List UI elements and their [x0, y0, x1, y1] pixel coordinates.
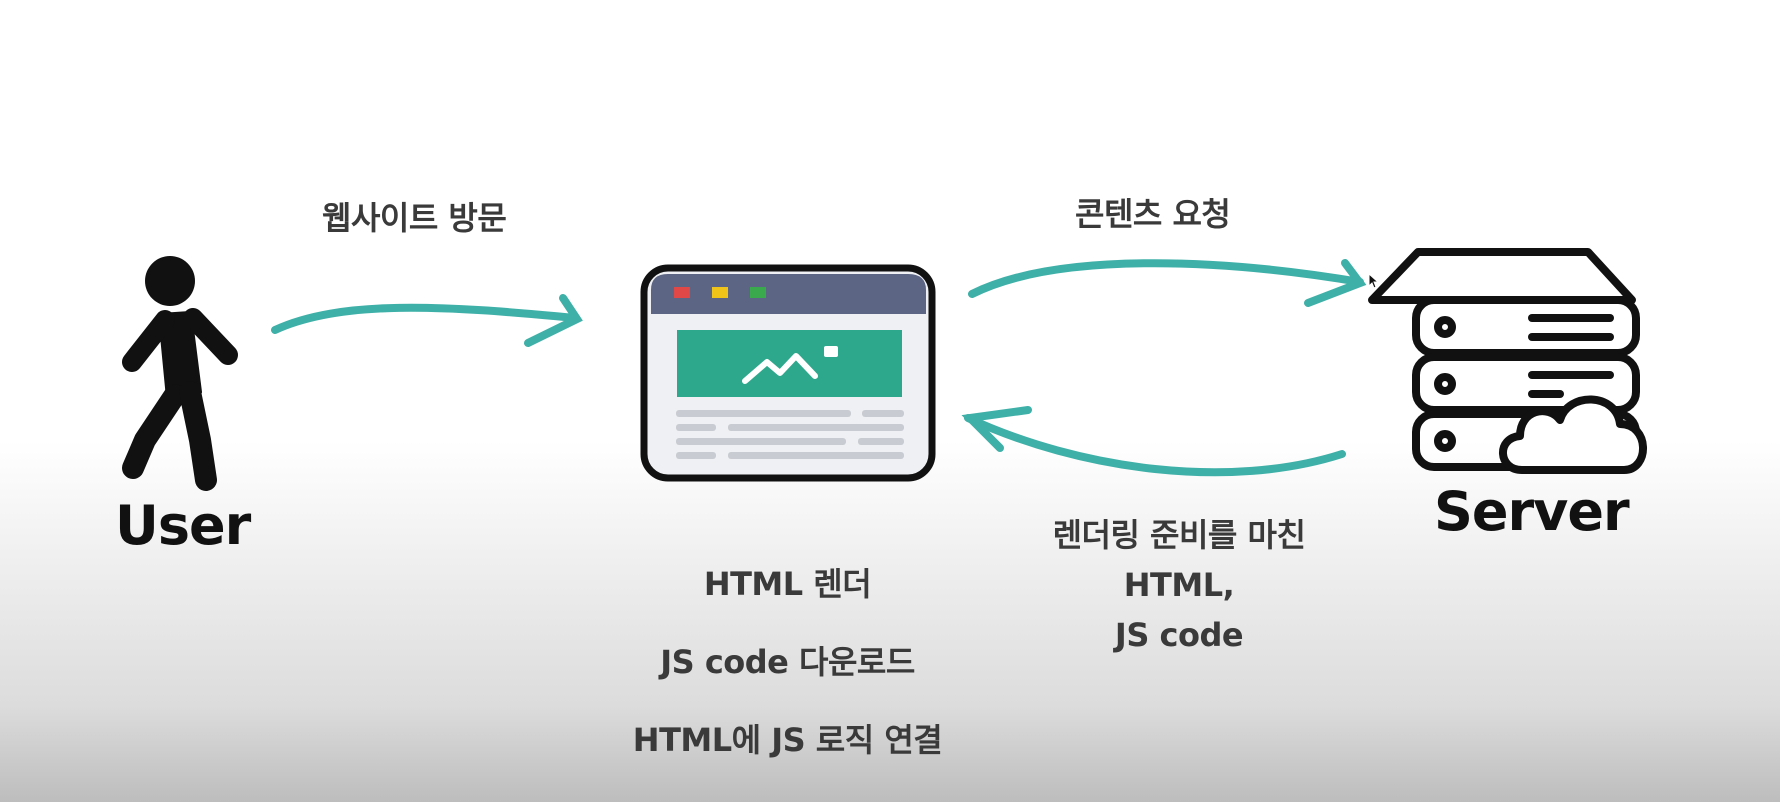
browser-step-2: JS code 다운로드	[660, 643, 915, 681]
mouse-cursor-icon	[1368, 273, 1380, 289]
request-label: 콘텐츠 요청	[1075, 195, 1231, 233]
response-line-1: 렌더링 준비를 마친	[1052, 516, 1306, 554]
server-cloud-icon	[1368, 248, 1647, 474]
arrow-request	[968, 259, 1367, 307]
user-label: User	[115, 494, 251, 557]
walking-person-icon	[122, 256, 238, 491]
visit-label: 웹사이트 방문	[322, 199, 507, 237]
browser-step-1: HTML 렌더	[703, 565, 872, 603]
arrow-visit	[271, 294, 583, 347]
browser-steps: HTML 렌더 JS code 다운로드 HTML에 JS 로직 연결	[600, 545, 975, 779]
browser-window-icon	[640, 264, 936, 482]
arrow-response	[961, 406, 1346, 477]
response-label: 렌더링 준비를 마친 HTML, JS code	[1024, 510, 1334, 660]
browser-step-3: HTML에 JS 로직 연결	[632, 721, 943, 759]
server-label: Server	[1434, 480, 1630, 543]
response-line-2: HTML,	[1123, 566, 1235, 604]
response-line-3: JS code	[1114, 616, 1244, 654]
